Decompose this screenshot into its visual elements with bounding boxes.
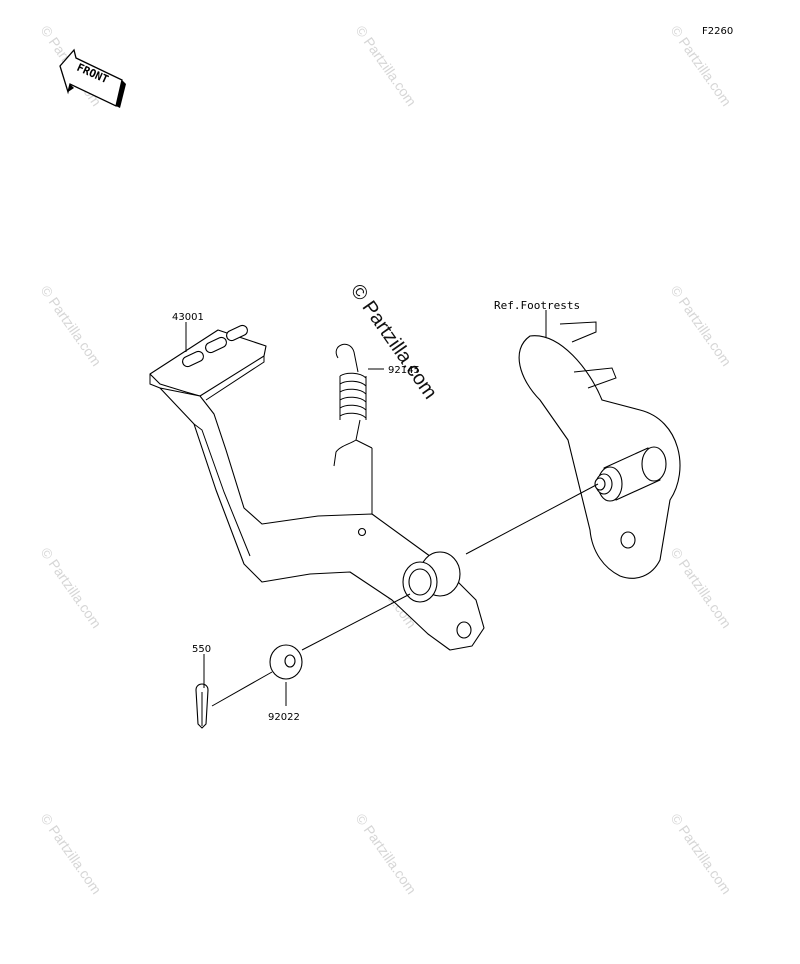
callout-cotter-pin: 550 xyxy=(192,644,211,655)
return-spring xyxy=(333,343,373,467)
brake-pedal xyxy=(149,324,485,651)
washer xyxy=(269,644,303,680)
cotter-pin xyxy=(195,683,209,729)
watermark: © Partzilla.com xyxy=(38,545,105,631)
watermark: © Partzilla.com xyxy=(668,545,735,631)
watermark: © Partzilla.com xyxy=(38,811,105,897)
callout-footrest-ref: Ref.Footrests xyxy=(494,299,580,312)
watermark: © Partzilla.com xyxy=(353,811,420,897)
watermark: © Partzilla.com xyxy=(668,283,735,369)
callout-washer: 92022 xyxy=(268,712,300,723)
callout-spring: 92145 xyxy=(388,365,420,376)
watermark: © Partzilla.com xyxy=(38,283,105,369)
watermark: © Partzilla.com xyxy=(353,23,420,109)
footrest-bracket xyxy=(518,321,681,579)
figure-code: F2260 xyxy=(702,26,733,37)
callout-brake-pedal: 43001 xyxy=(172,312,204,323)
leader-lines xyxy=(185,310,599,707)
center-watermark: © Partzilla.com xyxy=(346,280,441,403)
watermark: © Partzilla.com xyxy=(668,811,735,897)
